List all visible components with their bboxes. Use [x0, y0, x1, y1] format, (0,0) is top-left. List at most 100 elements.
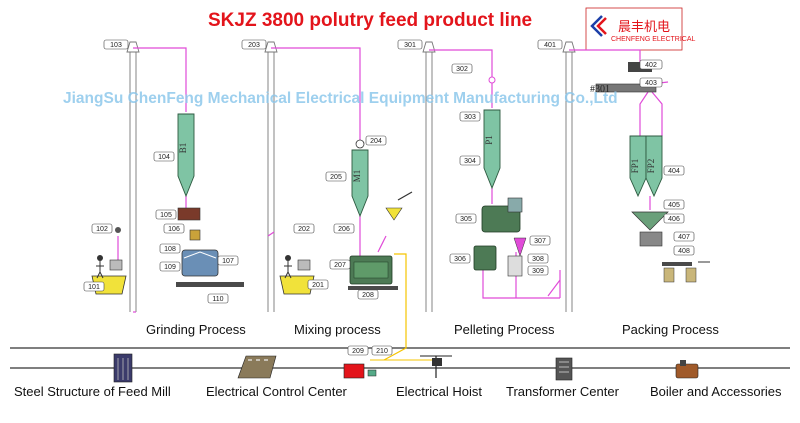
tag-306: 306	[454, 256, 466, 263]
company-banner: JiangSu ChenFeng Mechanical Electrical E…	[63, 90, 618, 107]
tag-406: 406	[668, 216, 680, 223]
equipment-label-transformer: Transformer Center	[506, 384, 619, 399]
conveyor-403	[595, 83, 657, 93]
feed-bag-408	[663, 267, 675, 283]
worker-figure	[97, 255, 103, 261]
screw-conveyor-110	[176, 282, 244, 287]
cooler-306	[473, 245, 497, 271]
tag-101: 101	[88, 284, 100, 291]
equipment-label-control-center: Electrical Control Center	[206, 384, 347, 399]
tag-305: 305	[460, 216, 472, 223]
steel-structure-icon	[113, 353, 133, 383]
tag-405: 405	[668, 202, 680, 209]
tag-401: 401	[544, 42, 556, 49]
conveyor-208	[348, 286, 398, 290]
silo-fp2-label: FP2	[646, 159, 656, 174]
tag-404: 404	[668, 168, 680, 175]
tag-205: 205	[330, 174, 342, 181]
tag-210: 210	[376, 348, 388, 355]
worker-figure-2	[285, 255, 291, 261]
logo-english-text: CHENFENG ELECTRICAL	[611, 36, 696, 43]
grinding-equipment	[91, 207, 244, 295]
valve-106	[189, 229, 201, 241]
tag-110: 110	[212, 296, 223, 303]
pellet-mill-motor	[507, 197, 523, 213]
silo-fp1-label: FP1	[630, 159, 640, 174]
conveyor-pipes	[117, 47, 669, 313]
scale-204	[355, 139, 365, 149]
tag-301-hash: #301	[590, 84, 610, 95]
cyclone-307	[513, 237, 527, 257]
ground-lines	[10, 347, 790, 369]
control-cable	[383, 253, 407, 361]
tag-108: 108	[164, 246, 176, 253]
tag-203: 203	[248, 42, 260, 49]
tag-103: 103	[110, 42, 122, 49]
process-label-mixing: Mixing process	[294, 322, 381, 337]
mixing-equipment	[279, 139, 413, 295]
equipment-label-hoist: Electrical Hoist	[396, 384, 482, 399]
process-label-packing: Packing Process	[622, 322, 719, 337]
tag-106: 106	[168, 226, 180, 233]
silo-m1: M1	[351, 149, 369, 218]
motor-center-icon	[343, 363, 377, 379]
tag-202: 202	[298, 226, 310, 233]
tag-307: 307	[534, 238, 546, 245]
equipment-tags: 103 203 301 401 302 402 403 104 204 205 …	[83, 39, 695, 356]
feed-bag-408b	[685, 267, 697, 283]
silo-b1: B1	[177, 113, 195, 198]
silo-b1-label: B1	[178, 143, 188, 154]
tag-301: 301	[404, 42, 416, 49]
tag-408: 408	[678, 248, 690, 255]
diagram-title: SKJZ 3800 polutry feed product line	[208, 10, 533, 31]
silo-fp2: FP2	[645, 135, 663, 198]
tag-403: 403	[645, 80, 657, 87]
tag-402: 402	[645, 62, 657, 69]
intake-hopper-201	[279, 275, 315, 295]
tag-201: 201	[312, 282, 324, 289]
feeder-105	[177, 207, 201, 221]
elevator-frames	[129, 52, 573, 312]
tag-102: 102	[96, 226, 108, 233]
boiler-icon	[675, 360, 699, 379]
distributor	[488, 76, 496, 84]
tag-204: 204	[370, 138, 382, 145]
pelleting-equipment	[473, 76, 527, 277]
tag-107: 107	[222, 258, 234, 265]
sewing-conveyor-407	[662, 262, 692, 266]
worker-body-2	[284, 261, 292, 279]
control-center-icon	[237, 355, 277, 379]
tag-104: 104	[158, 154, 170, 161]
bagger-406	[639, 231, 663, 247]
process-label-grinding: Grinding Process	[146, 322, 246, 337]
tag-208: 208	[362, 292, 374, 299]
screener-308	[507, 255, 523, 277]
tag-309: 309	[532, 268, 544, 275]
equipment-label-steel-structure: Steel Structure of Feed Mill	[14, 384, 171, 399]
bag-stack	[109, 259, 123, 271]
scale-405	[631, 211, 669, 231]
tag-105: 105	[160, 212, 172, 219]
worker-body	[96, 261, 104, 279]
tag-109: 109	[164, 264, 176, 271]
bag-stack-2	[297, 259, 311, 271]
logo-chinese-text: 晨丰机电	[618, 20, 671, 35]
silo-fp1: FP1	[629, 135, 647, 198]
silo-p1: P1	[483, 109, 501, 190]
tag-308: 308	[532, 256, 544, 263]
hoist-icon	[420, 355, 452, 378]
tag-304: 304	[464, 158, 476, 165]
tag-206: 206	[338, 226, 350, 233]
tag-407: 407	[678, 234, 690, 241]
transformer-icon	[555, 357, 573, 381]
hammer-mill-107	[181, 249, 219, 277]
additive-scoop	[397, 191, 413, 201]
tag-303: 303	[464, 114, 476, 121]
silo-m1-label: M1	[352, 170, 362, 183]
elevator-heads	[126, 41, 576, 53]
process-label-pelleting: Pelleting Process	[454, 322, 555, 337]
magnet-102	[115, 227, 121, 233]
tag-209: 209	[352, 348, 364, 355]
tag-302: 302	[456, 66, 468, 73]
pellet-mill-305	[481, 205, 521, 233]
